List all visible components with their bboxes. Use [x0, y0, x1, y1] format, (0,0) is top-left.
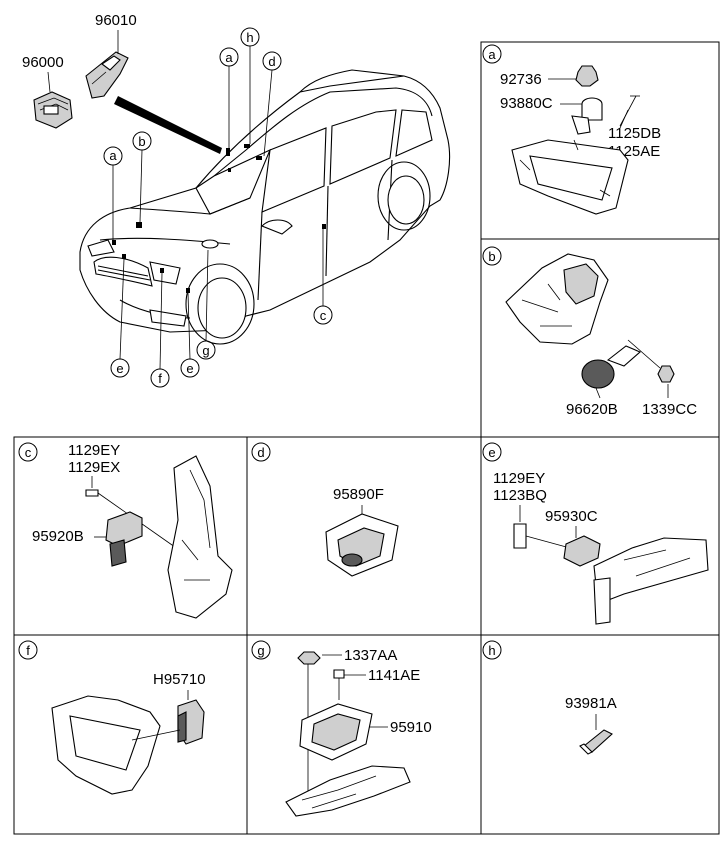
- overview-callouts: a h d b a c e f e g: [103, 27, 333, 388]
- part-number-1141ae: 1141AE: [368, 667, 420, 684]
- panel-a-letter: a: [488, 47, 496, 62]
- callout-c-side: c: [320, 308, 327, 323]
- part-number-95930c: 95930C: [545, 508, 598, 525]
- panel-c: c 1129EY 1129EX 95920B: [18, 442, 233, 619]
- part-number-92736: 92736: [500, 71, 542, 88]
- callout-e-right: e: [186, 361, 193, 376]
- panel-d-letter: d: [257, 445, 264, 460]
- callout-d: d: [268, 54, 275, 69]
- panel-f: f H95710: [18, 640, 206, 795]
- part-number-1129ex: 1129EX: [68, 459, 120, 476]
- panel-g: g 1337AA 1141AE 95910: [251, 640, 432, 817]
- panel-f-letter: f: [26, 643, 30, 658]
- key-fob-illustration: [33, 91, 73, 129]
- part-number-1129ey-e: 1129EY: [493, 470, 545, 487]
- part-number-95920b: 95920B: [32, 528, 84, 545]
- callout-g: g: [202, 343, 209, 358]
- panel-e: e 1129EY 1123BQ 95930C: [482, 442, 709, 625]
- panel-a: a 92736 93880C 1125DB 1125AE: [482, 44, 661, 215]
- car-illustration: [79, 69, 451, 345]
- callout-c-top: a: [225, 50, 233, 65]
- part-number-1129ey-c: 1129EY: [68, 442, 120, 459]
- part-number-96010: 96010: [95, 12, 137, 29]
- panel-c-letter: c: [25, 445, 32, 460]
- part-number-1123bq: 1123BQ: [493, 487, 547, 504]
- part-number-95890f: 95890F: [333, 486, 384, 503]
- sensor-marks: [112, 144, 326, 293]
- panel-grid: [13, 41, 720, 835]
- part-number-h95710: H95710: [153, 671, 206, 688]
- callout-h: h: [246, 30, 253, 45]
- panel-h: h 93981A: [482, 640, 617, 755]
- part-number-1337aa: 1337AA: [344, 647, 397, 664]
- part-number-93880c: 93880C: [500, 95, 553, 112]
- panel-g-letter: g: [257, 643, 264, 658]
- callout-b: b: [138, 134, 145, 149]
- panel-e-letter: e: [488, 445, 495, 460]
- panel-d: d 95890F: [251, 442, 399, 577]
- callout-f: f: [158, 371, 162, 386]
- pointer-wedge: [114, 96, 222, 154]
- panel-b: b 96620B 1339CC: [482, 246, 697, 418]
- callout-e-left: e: [116, 361, 123, 376]
- callout-a: a: [109, 148, 117, 163]
- part-number-96620b: 96620B: [566, 401, 618, 418]
- panel-h-letter: h: [488, 643, 495, 658]
- part-number-95910: 95910: [390, 719, 432, 736]
- panel-b-letter: b: [488, 249, 495, 264]
- part-number-1339cc: 1339CC: [642, 401, 697, 418]
- part-number-1125db: 1125DB: [608, 125, 661, 142]
- smart-key-illustration: [85, 51, 129, 99]
- part-number-96000: 96000: [22, 54, 64, 71]
- part-number-93981a: 93981A: [565, 695, 617, 712]
